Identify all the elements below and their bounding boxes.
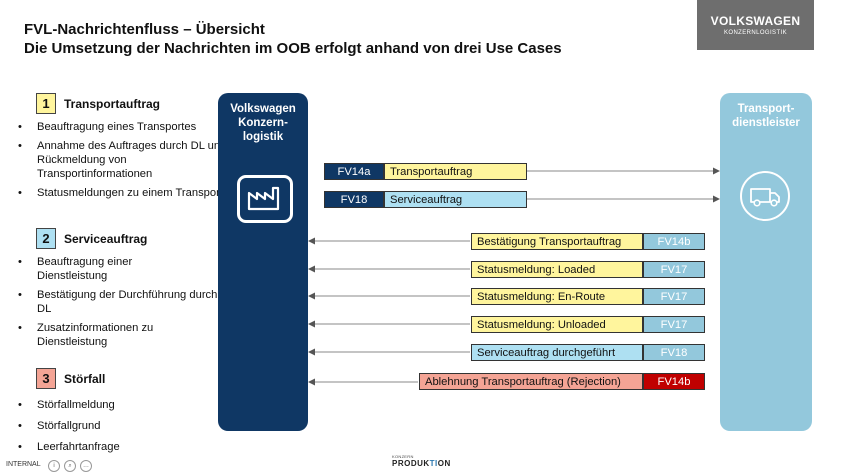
message-code: FV17 xyxy=(643,261,705,278)
bullet-item: Störfallgrund xyxy=(18,419,120,433)
message-fv17-enroute: Statusmeldung: En-Route FV17 xyxy=(471,288,705,305)
transport-column-title: Transport-dienstleister xyxy=(732,103,800,129)
brand-small-text: KONZERN xyxy=(392,454,414,459)
message-code: FV18 xyxy=(643,344,705,361)
bullet-item: Beauftragung einer Dienstleistung xyxy=(18,255,197,283)
brand-part-c: ON xyxy=(437,459,451,468)
message-code: FV14a xyxy=(324,163,384,180)
message-fv18-out: FV18 Serviceauftrag xyxy=(324,191,527,208)
transportdienstleister-column: Transport-dienstleister xyxy=(720,93,812,431)
more-icon[interactable]: … xyxy=(80,460,92,472)
message-text: Statusmeldung: En-Route xyxy=(471,288,643,305)
bullet-item: Störfallmeldung xyxy=(18,398,120,412)
bullet-item: Annahme des Auftrages durch DL und Rückm… xyxy=(18,139,227,181)
footer-controls: i ⌕ … xyxy=(48,460,92,472)
message-code: FV14b xyxy=(643,373,705,390)
brand-part-b: TI xyxy=(429,459,438,468)
message-fv18-durchgefuehrt: Serviceauftrag durchgeführt FV18 xyxy=(471,344,705,361)
use-case-2-bullets: Beauftragung einer Dienstleistung Bestät… xyxy=(18,255,227,354)
message-fv14b-rejection: Ablehnung Transportauftrag (Rejection) F… xyxy=(419,373,705,390)
vw-logo-box: VOLKSWAGEN KONZERNLOGISTIK xyxy=(697,0,814,50)
bullet-item: Bestätigung der Durchführung durch DL xyxy=(18,288,227,316)
use-case-3-number: 3 xyxy=(36,368,56,389)
bullet-item: Zusatzinformationen zu Dienstleistung xyxy=(18,321,197,349)
message-fv17-unloaded: Statusmeldung: Unloaded FV17 xyxy=(471,316,705,333)
use-case-1-number: 1 xyxy=(36,93,56,114)
use-case-2-label: Serviceauftrag xyxy=(64,231,148,246)
title-line-2: Die Umsetzung der Nachrichten im OOB erf… xyxy=(24,40,562,57)
message-fv14b-bestaetigung: Bestätigung Transportauftrag FV14b xyxy=(471,233,705,250)
message-fv17-loaded: Statusmeldung: Loaded FV17 xyxy=(471,261,705,278)
brand-part-a: PRODUK xyxy=(392,459,430,468)
message-text: Serviceauftrag xyxy=(384,191,527,208)
vw-konzernlogistik-column: Volkswagen Konzern-logistik xyxy=(218,93,308,431)
bullet-item: Statusmeldungen zu einem Transport xyxy=(18,186,227,200)
brand-main-text: PRODUKTION xyxy=(392,459,451,468)
info-icon[interactable]: i xyxy=(48,460,60,472)
vw-column-title: Volkswagen Konzern-logistik xyxy=(230,103,296,143)
factory-icon xyxy=(237,175,293,223)
use-case-2-number: 2 xyxy=(36,228,56,249)
bullet-item: Beauftragung eines Transportes xyxy=(18,120,227,134)
logo-sub-text: KONZERNLOGISTIK xyxy=(723,30,787,36)
use-case-3-label: Störfall xyxy=(64,371,106,386)
truck-icon xyxy=(740,171,790,221)
message-text: Ablehnung Transportauftrag (Rejection) xyxy=(419,373,643,390)
use-case-1-header: 1 Transportauftrag xyxy=(36,93,160,114)
use-case-3-bullets: Störfallmeldung Störfallgrund Leerfahrta… xyxy=(18,398,120,459)
classification-label: INTERNAL xyxy=(6,461,41,468)
message-text: Statusmeldung: Unloaded xyxy=(471,316,643,333)
bullet-item: Leerfahrtanfrage xyxy=(18,440,120,454)
title-line-1: FVL-Nachrichtenfluss – Übersicht xyxy=(24,21,265,38)
message-text: Statusmeldung: Loaded xyxy=(471,261,643,278)
message-text: Bestätigung Transportauftrag xyxy=(471,233,643,250)
slide-title: FVL-Nachrichtenfluss – Übersicht Die Ums… xyxy=(24,20,562,58)
message-fv14a: FV14a Transportauftrag xyxy=(324,163,527,180)
message-text: Serviceauftrag durchgeführt xyxy=(471,344,643,361)
message-code: FV14b xyxy=(643,233,705,250)
logo-main-text: VOLKSWAGEN xyxy=(710,14,801,28)
message-code: FV18 xyxy=(324,191,384,208)
use-case-2-header: 2 Serviceauftrag xyxy=(36,228,147,249)
use-case-3-header: 3 Störfall xyxy=(36,368,105,389)
message-text: Transportauftrag xyxy=(384,163,527,180)
message-code: FV17 xyxy=(643,288,705,305)
message-code: FV17 xyxy=(643,316,705,333)
zoom-icon[interactable]: ⌕ xyxy=(64,460,76,472)
konzern-produktion-logo: KONZERN PRODUKTION xyxy=(392,454,451,468)
use-case-1-bullets: Beauftragung eines Transportes Annahme d… xyxy=(18,120,227,205)
use-case-1-label: Transportauftrag xyxy=(64,96,161,111)
